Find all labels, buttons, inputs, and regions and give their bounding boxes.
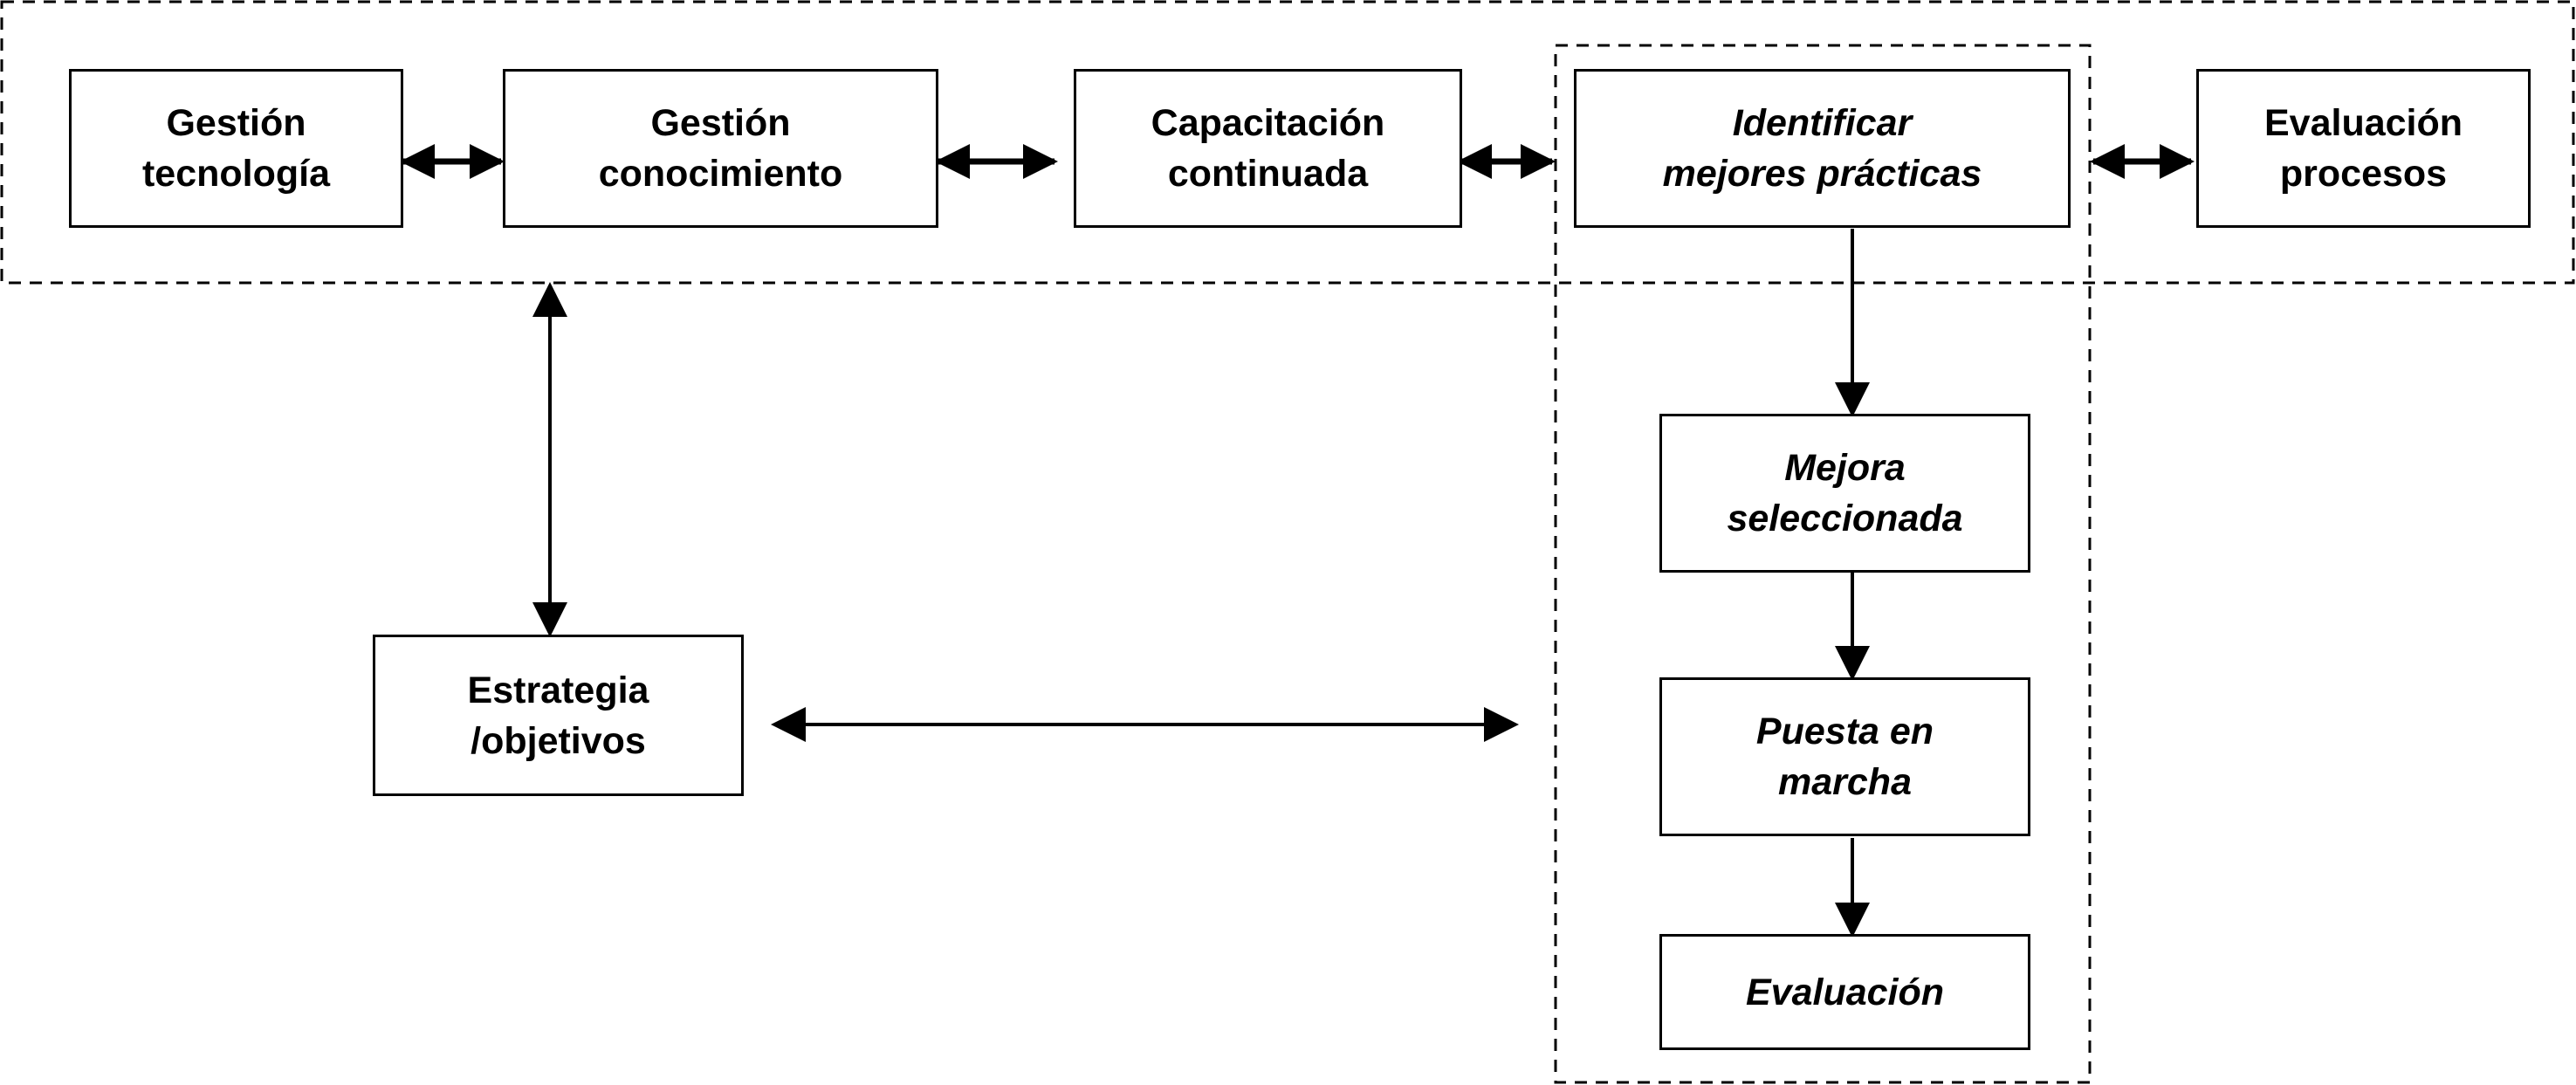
label-mejora-seleccionada: Mejora seleccionada — [1727, 447, 1963, 539]
label-evaluacion: Evaluación — [1745, 971, 1945, 1013]
box-capacitacion-continuada: Capacitación continuada — [1074, 69, 1462, 228]
label-evaluacion-procesos: Evaluación procesos — [2263, 102, 2463, 195]
label-estrategia-objetivos: Estrategia /objetivos — [467, 669, 649, 762]
box-gestion-tecnologia: Gestión tecnología — [69, 69, 403, 228]
label-identificar-mejores-practicas: Identificar mejores prácticas — [1662, 102, 1982, 195]
box-puesta-en-marcha: Puesta en marcha — [1659, 677, 2030, 836]
label-puesta-en-marcha: Puesta en marcha — [1755, 711, 1934, 803]
label-capacitacion-continuada: Capacitación continuada — [1151, 102, 1385, 195]
box-gestion-conocimiento: Gestión conocimiento — [503, 69, 938, 228]
box-estrategia-objetivos: Estrategia /objetivos — [373, 635, 744, 796]
box-mejora-seleccionada: Mejora seleccionada — [1659, 414, 2030, 573]
label-gestion-conocimiento: Gestión conocimiento — [598, 102, 843, 195]
box-identificar-mejores-practicas: Identificar mejores prácticas — [1574, 69, 2071, 228]
box-evaluacion: Evaluación — [1659, 934, 2030, 1050]
box-evaluacion-procesos: Evaluación procesos — [2196, 69, 2531, 228]
label-gestion-tecnologia: Gestión tecnología — [141, 102, 331, 195]
top-row-dashed-group — [0, 0, 2575, 285]
improvement-cycle-dashed-group — [1554, 44, 2092, 1084]
